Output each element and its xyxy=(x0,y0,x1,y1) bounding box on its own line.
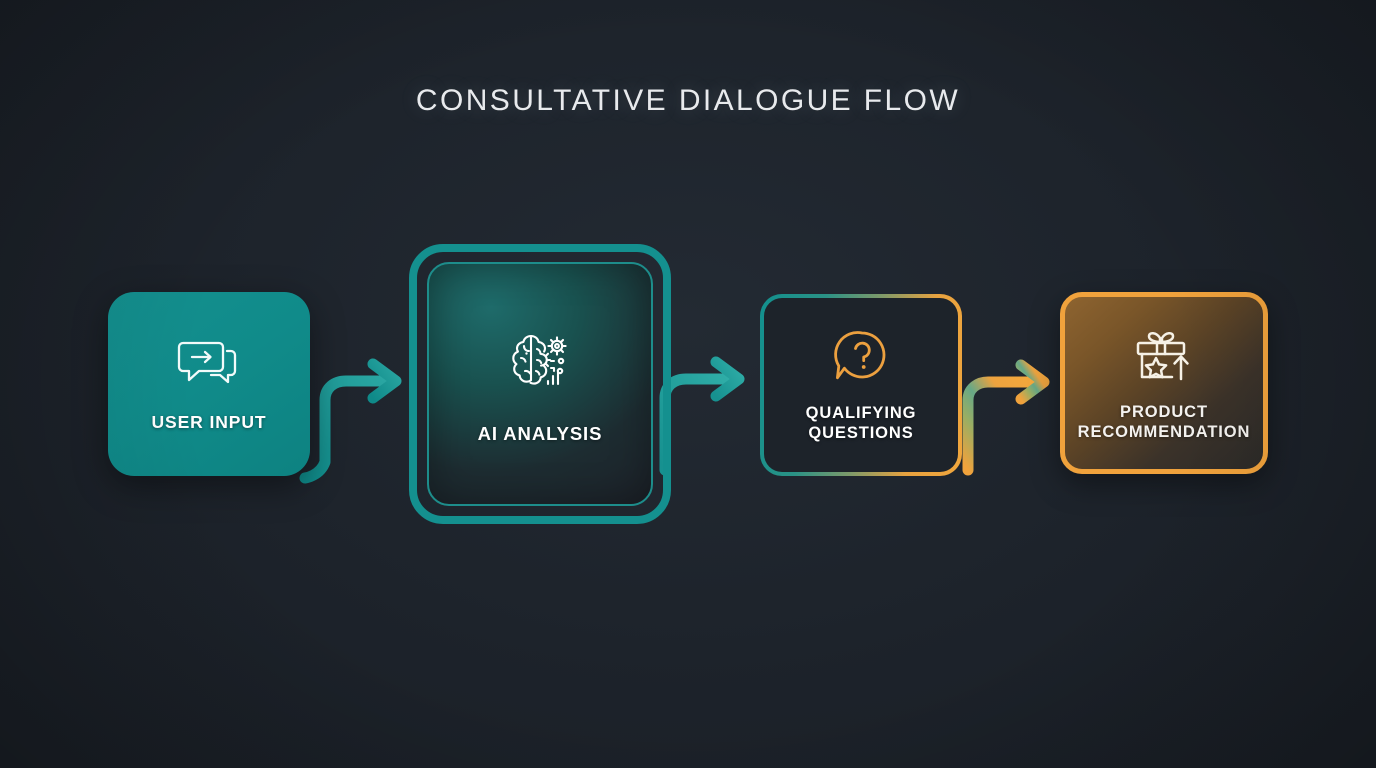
flow-node-label-line-1: QUALIFYING xyxy=(805,404,917,423)
brain-gears-icon xyxy=(501,324,579,407)
flow-node-label: USER INPUT xyxy=(151,412,267,433)
flow-node-product-recommendation[interactable]: PRODUCT RECOMMENDATION xyxy=(1060,292,1268,474)
flow-node-qualifying-questions[interactable]: QUALIFYING QUESTIONS xyxy=(760,294,962,476)
flow-node-label-line-1: PRODUCT xyxy=(1120,403,1208,422)
connector-qualifying-questions-to-product-recommendation xyxy=(962,359,1050,476)
flow-node-label: PRODUCT RECOMMENDATION xyxy=(1078,403,1251,442)
flow-node-label-line-2: QUESTIONS xyxy=(808,423,914,442)
page-title: CONSULTATIVE DIALOGUE FLOW xyxy=(415,84,961,117)
connector-ai-analysis-to-qualifying-questions xyxy=(659,356,745,476)
flow-node-label-line-2: RECOMMENDATION xyxy=(1077,422,1251,441)
gift-star-arrow-icon xyxy=(1129,324,1199,391)
flow-node-ai-analysis[interactable]: AI ANALYSIS xyxy=(409,244,671,524)
flow-node-label: QUALIFYING QUESTIONS xyxy=(806,404,917,443)
connector-user-input-to-ai-analysis xyxy=(299,358,402,484)
question-speech-bubble-icon xyxy=(831,327,891,390)
chat-bubbles-arrow-icon xyxy=(177,335,241,396)
flow-node-user-input[interactable]: USER INPUT xyxy=(108,292,310,476)
flow-node-inner-panel: AI ANALYSIS xyxy=(427,262,653,506)
flow-node-label: AI ANALYSIS xyxy=(477,422,603,444)
